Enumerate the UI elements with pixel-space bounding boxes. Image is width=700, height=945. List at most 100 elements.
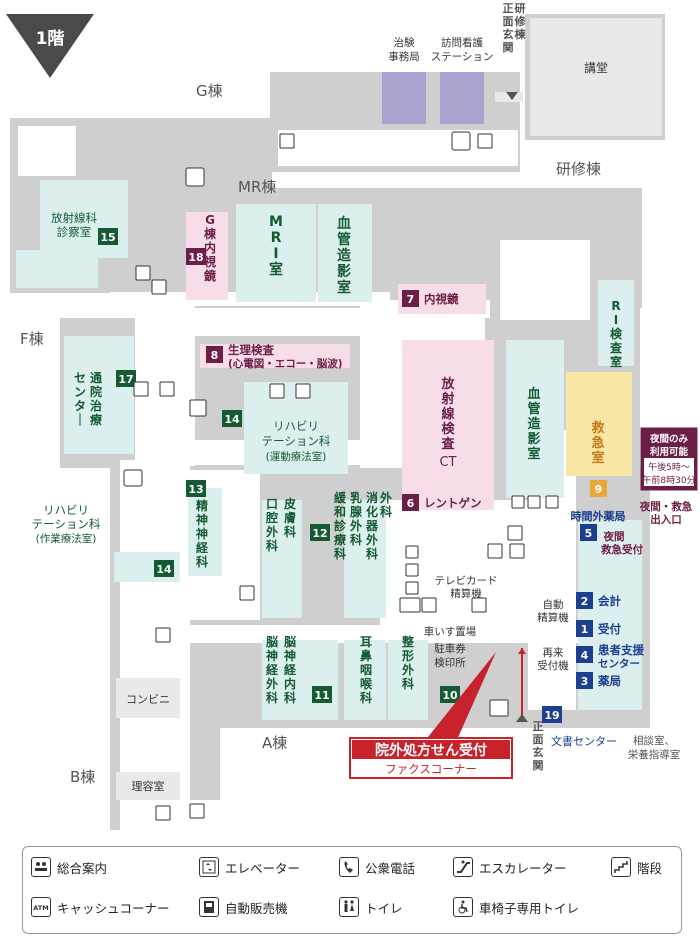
svg-text:関: 関 <box>503 41 514 54</box>
svg-text:I: I <box>273 246 278 262</box>
wheelchair-toilet-icon <box>545 495 559 509</box>
svg-text:7: 7 <box>407 293 415 306</box>
legend-item-stairs: 階段 <box>611 857 662 877</box>
svg-text:外: 外 <box>350 518 362 533</box>
label-convenience: コンビニ <box>126 693 170 706</box>
elevator-icon <box>151 279 167 295</box>
svg-text:17: 17 <box>118 373 133 386</box>
training-building <box>530 18 662 136</box>
vending-machine-icon <box>199 897 219 917</box>
wing-label-f: F棟 <box>20 330 44 348</box>
svg-text:救: 救 <box>591 420 604 436</box>
badge-13: 13 <box>186 480 206 497</box>
badge-10: 10 <box>440 686 460 703</box>
svg-text:G: G <box>205 213 215 227</box>
wheelchair-toilet-icon <box>453 897 473 917</box>
elevator-icon <box>487 543 503 559</box>
legend-label: 公衆電話 <box>365 860 416 876</box>
toilet-icon <box>511 495 525 509</box>
svg-text:経: 経 <box>196 540 209 555</box>
svg-text:経: 経 <box>284 662 297 677</box>
escalator-icon <box>471 597 487 613</box>
badge-5: 5 <box>580 524 597 541</box>
svg-text:器: 器 <box>365 519 379 533</box>
teal-rooms <box>16 180 642 720</box>
toilet-icon <box>405 545 419 559</box>
label-tvcard-2: 精算機 <box>450 587 482 600</box>
label-visiting-nurse-2: ステーション <box>431 51 494 63</box>
svg-text:造: 造 <box>337 247 351 264</box>
surgery-label: 外科 <box>380 490 392 519</box>
svg-text:耳: 耳 <box>360 635 372 649</box>
toilet-icon <box>405 581 419 595</box>
label-rehab-ex-2: テーション科 <box>262 434 331 448</box>
svg-text:外: 外 <box>380 490 392 505</box>
svg-text:科: 科 <box>266 538 278 553</box>
svg-text:関: 関 <box>533 759 544 772</box>
elevator-icon <box>159 381 175 397</box>
svg-text:外: 外 <box>366 532 378 547</box>
svg-text:科: 科 <box>380 504 392 519</box>
svg-text:血: 血 <box>337 215 351 232</box>
label-parking-1: 駐車券 <box>434 642 466 655</box>
svg-text:薬局: 薬局 <box>597 674 621 688</box>
night-only-hours1: 午後5時～ <box>648 461 690 473</box>
label-clinical-trial-2: 事務局 <box>388 50 420 63</box>
svg-text:検: 検 <box>441 421 455 437</box>
south-entrance-marker <box>516 648 528 722</box>
toilet-icon <box>269 383 285 399</box>
pink-rooms <box>186 212 494 510</box>
svg-text:室: 室 <box>591 450 604 466</box>
svg-text:外: 外 <box>266 524 278 539</box>
elevator-icon <box>199 857 219 877</box>
badge-12: 12 <box>310 524 330 541</box>
label-consult-2: 栄養指導室 <box>628 748 681 761</box>
label-night-reception-1: 夜間 <box>603 530 625 543</box>
svg-text:脳: 脳 <box>266 634 278 649</box>
svg-text:緩: 緩 <box>334 490 347 505</box>
svg-text:玄: 玄 <box>533 745 544 759</box>
svg-text:科: 科 <box>196 554 208 569</box>
legend-item-escalator: エスカレーター <box>453 857 567 877</box>
label-night-reception-2: 救急受付 <box>601 543 643 556</box>
vending-machine-icon <box>155 627 171 643</box>
svg-text:科: 科 <box>350 532 362 547</box>
svg-text:整: 整 <box>401 634 414 649</box>
dermatology-label: 皮膚科 <box>283 496 296 539</box>
svg-text:19: 19 <box>544 709 559 722</box>
callout-line1: 院外処方せん受付 <box>375 742 487 759</box>
label-consult-1: 相談室、 <box>633 734 675 747</box>
svg-text:14: 14 <box>224 413 240 426</box>
svg-text:面: 面 <box>533 733 544 746</box>
label-document-center: 文書センター <box>551 734 617 748</box>
toilet-icon <box>527 495 541 509</box>
svg-text:10: 10 <box>442 689 458 702</box>
svg-text:血: 血 <box>527 386 540 402</box>
information-icon <box>489 699 509 717</box>
svg-text:13: 13 <box>188 483 203 496</box>
elevator-icon <box>509 543 525 559</box>
svg-text:鏡: 鏡 <box>203 268 216 283</box>
legend-label: キャッシュコーナー <box>57 900 170 916</box>
svg-text:室: 室 <box>610 354 622 369</box>
svg-text:影: 影 <box>527 431 540 447</box>
svg-text:室: 室 <box>269 261 283 278</box>
stairs-icon <box>279 133 295 149</box>
svg-text:修: 修 <box>514 14 527 28</box>
svg-text:脳: 脳 <box>284 634 296 649</box>
badge-17: 17 <box>116 370 136 387</box>
night-only-notice: 夜間のみ 利用可能 午後5時～ 午前8時30分 <box>640 427 698 491</box>
svg-text:8: 8 <box>211 349 219 362</box>
svg-text:セ: セ <box>74 371 86 385</box>
svg-text:乳: 乳 <box>350 490 362 505</box>
